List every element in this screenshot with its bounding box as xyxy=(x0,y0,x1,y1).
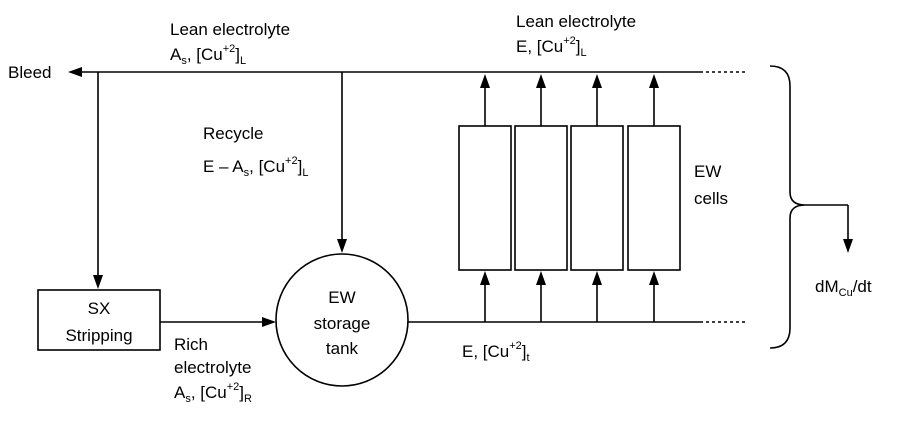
lean-left-title: Lean electrolyte xyxy=(170,20,290,39)
rich-flow: As, [Cu+2]R xyxy=(174,381,252,405)
recycle-flow: E – As, [Cu+2]L xyxy=(203,155,308,179)
sx-stripping-line1: SX xyxy=(88,299,111,318)
recycle-title: Recycle xyxy=(203,124,263,143)
recycle-arrowhead xyxy=(337,239,347,253)
tank-line2: storage xyxy=(314,314,371,333)
ew-storage-tank xyxy=(275,253,409,387)
ew-cell-4 xyxy=(627,74,681,322)
tank-outlet-flow: E, [Cu+2]t xyxy=(462,340,530,364)
system-bracket xyxy=(769,65,806,349)
sx-stripping-line2: Stripping xyxy=(65,326,132,345)
lean-right-title: Lean electrolyte xyxy=(516,12,636,31)
sx-stripping-box xyxy=(37,289,161,351)
copper-rate-arrowhead xyxy=(843,239,853,253)
bleed-arrowhead xyxy=(68,67,82,77)
ew-cells-line2: cells xyxy=(694,189,728,208)
ew-cells-line1: EW xyxy=(694,162,721,181)
rich-line1: Rich xyxy=(174,335,208,354)
rich-line2: electrolyte xyxy=(174,358,251,377)
bleed-label: Bleed xyxy=(8,63,51,82)
lean-right-flow: E, [Cu+2]L xyxy=(516,35,587,59)
ew-cell-3 xyxy=(570,74,624,322)
tank-line3: tank xyxy=(326,339,359,358)
ew-cell-1 xyxy=(458,74,512,322)
copper-rate-label: dMCu/dt xyxy=(815,277,872,299)
rich-arrowhead xyxy=(262,317,276,327)
lean-left-flow: As, [Cu+2]L xyxy=(170,43,246,67)
tank-line1: EW xyxy=(328,288,355,307)
sx-arrowhead xyxy=(93,275,103,289)
ew-cell-2 xyxy=(514,74,568,322)
